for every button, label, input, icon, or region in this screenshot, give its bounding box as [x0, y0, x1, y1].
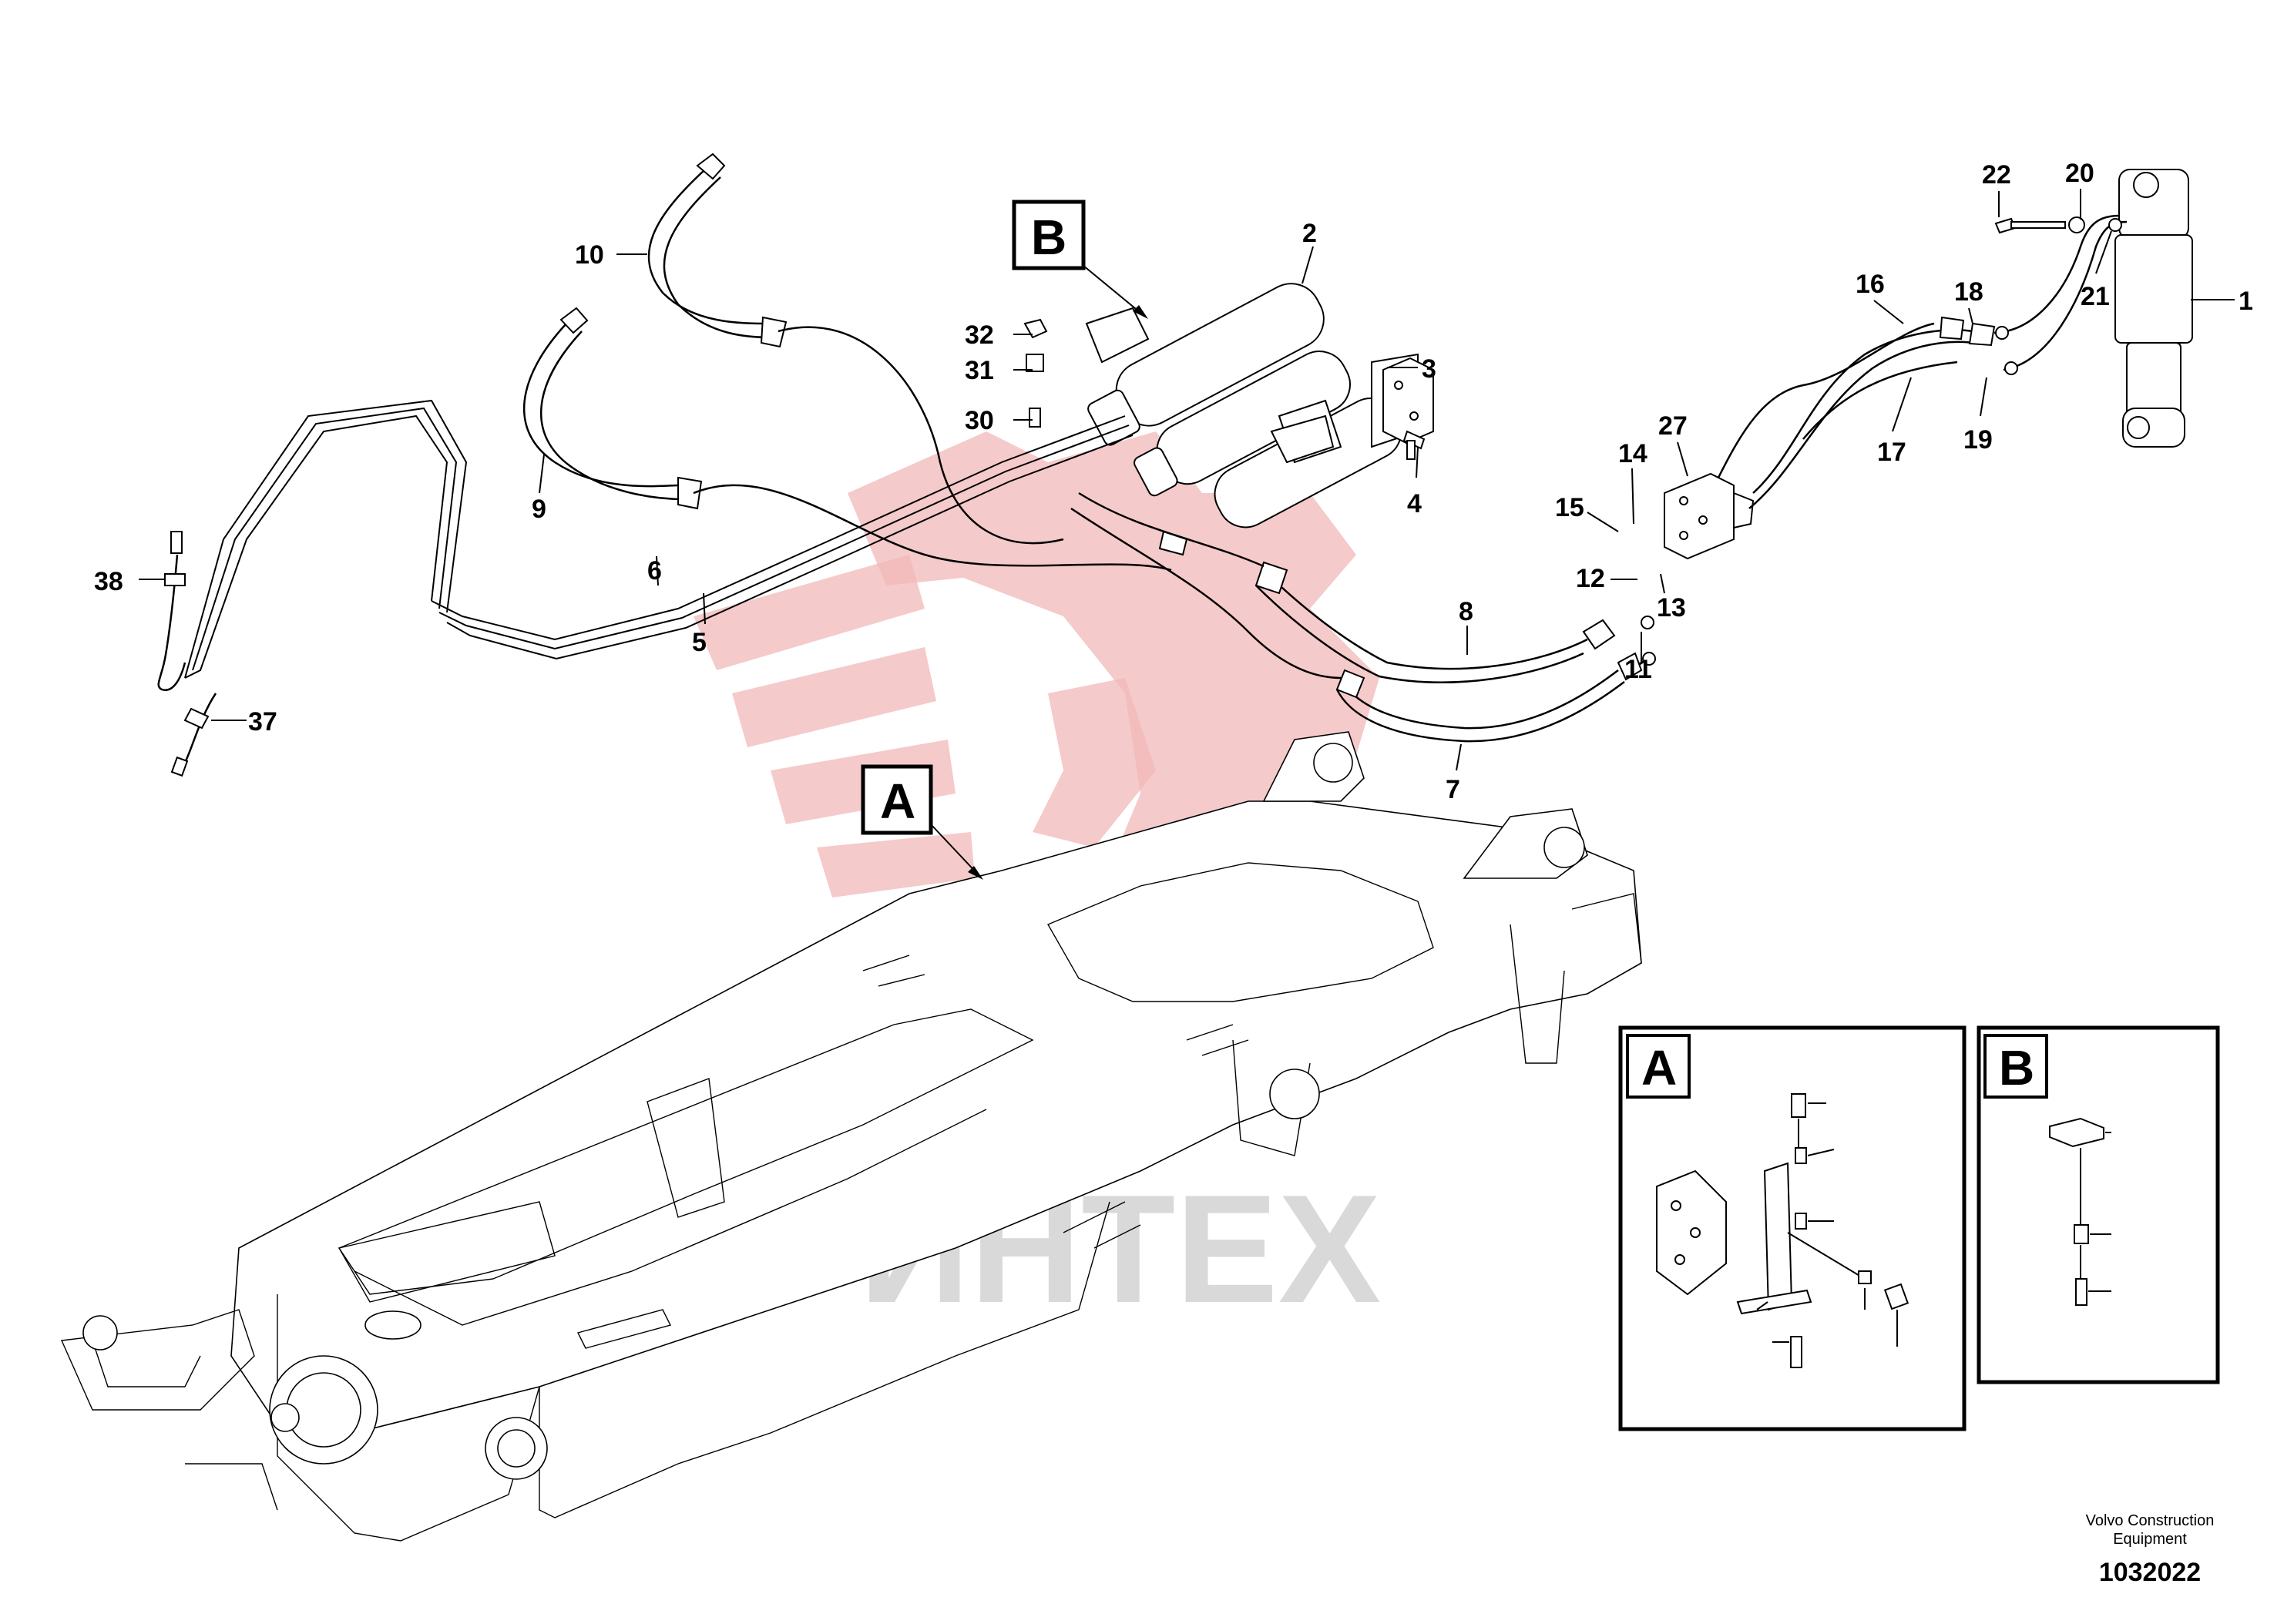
hose-9 [522, 307, 1172, 572]
leader-lines [139, 189, 2235, 880]
callout-8: 8 [1459, 597, 1473, 626]
callout-13: 13 [1657, 593, 1686, 622]
detail-box-a-title: A [1641, 1040, 1677, 1096]
callout-7: 7 [1446, 775, 1460, 804]
callout-19: 19 [1963, 425, 1993, 455]
detail-box-b-title: B [1999, 1040, 2034, 1096]
callout-17: 17 [1877, 438, 1906, 467]
callout-21: 21 [2081, 282, 2110, 311]
chassis-frame [60, 731, 1642, 1542]
svg-text:A: A [880, 773, 915, 829]
callout-15: 15 [1555, 493, 1584, 522]
callout-10: 10 [575, 240, 604, 270]
callout-5: 5 [692, 628, 707, 657]
callout-12: 12 [1576, 564, 1605, 593]
hose-16-17 [1717, 214, 2128, 509]
callout-9: 9 [532, 495, 546, 524]
bolt-4 [1402, 430, 1426, 460]
footer: Volvo Construction Equipment 1032022 [2086, 1512, 2215, 1587]
view-marker-b: B [1012, 200, 1086, 270]
cylinder-1 [2114, 169, 2193, 448]
callout-1: 1 [2239, 287, 2253, 316]
pipe-5-6 [184, 399, 1134, 679]
detail-box-b: B [1977, 1025, 2220, 1384]
callout-14: 14 [1618, 439, 1647, 468]
fittings-11-12 [1582, 616, 1656, 681]
company-line-1: Volvo Construction [2086, 1512, 2215, 1529]
callout-31: 31 [965, 356, 994, 385]
callout-20: 20 [2065, 159, 2094, 188]
valve-block-27 [1664, 472, 1755, 560]
callout-32: 32 [965, 320, 994, 350]
view-marker-a: A [861, 764, 933, 835]
callout-11: 11 [1624, 655, 1652, 684]
callout-16: 16 [1856, 270, 1885, 299]
callout-4: 4 [1407, 489, 1422, 518]
callout-18: 18 [1954, 277, 1983, 307]
fasteners-30-32 [1023, 318, 1048, 428]
fittings-20-21-22 [1994, 216, 2122, 234]
callout-2: 2 [1302, 219, 1317, 248]
callout-3: 3 [1422, 354, 1436, 384]
callout-22: 22 [1982, 160, 2011, 190]
hose-37-38 [157, 531, 217, 777]
company-line-2: Equipment [2113, 1531, 2187, 1548]
bracket-3 [1382, 357, 1434, 445]
detail-box-a: A [1618, 1025, 1967, 1431]
drawing-number: 1032022 [2099, 1558, 2201, 1587]
hose-10 [647, 153, 1064, 545]
callout-27: 27 [1658, 411, 1688, 441]
hose-7-8 [1070, 492, 1625, 743]
callout-38: 38 [94, 567, 123, 596]
callout-37: 37 [248, 707, 277, 737]
accumulator-group-2 [1085, 283, 1419, 528]
callout-6: 6 [647, 556, 662, 586]
svg-text:B: B [1031, 210, 1066, 265]
callout-30: 30 [965, 406, 994, 435]
